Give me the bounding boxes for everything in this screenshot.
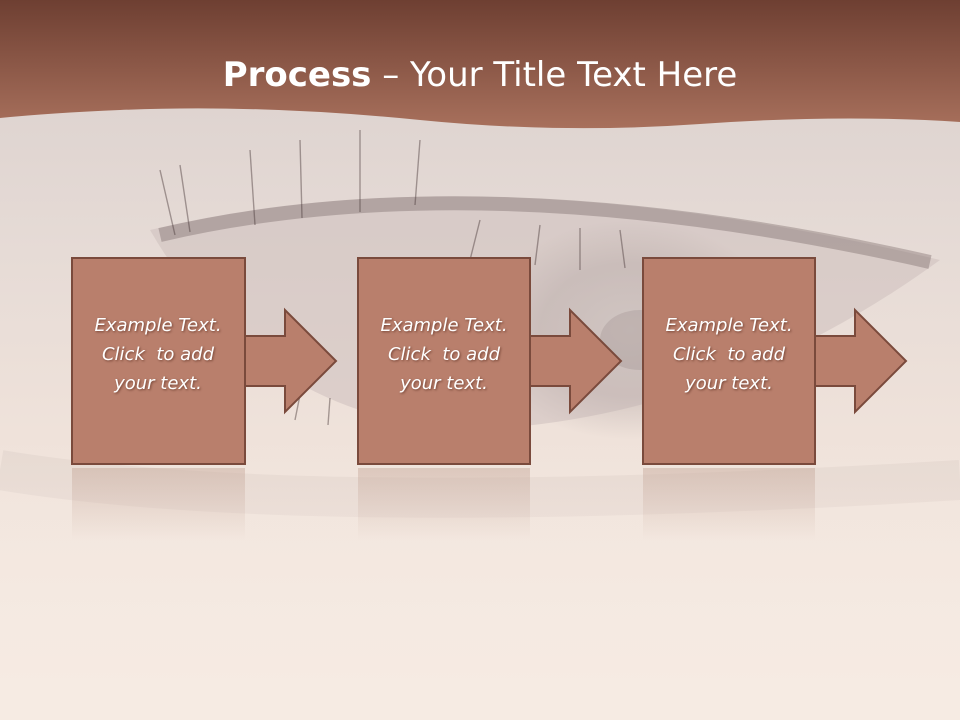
right-arrow-icon <box>239 307 338 415</box>
step-1-line-1: Example Text. <box>94 315 222 336</box>
step-2-box[interactable] <box>357 257 531 465</box>
title-bold-part: Process <box>222 55 372 95</box>
step-2[interactable] <box>357 257 623 540</box>
step-1[interactable] <box>71 257 338 540</box>
right-arrow-icon <box>809 307 908 415</box>
title-rest-part: – Your Title Text Here <box>371 55 738 95</box>
step-2-line-3: your text. <box>400 373 488 394</box>
step-2-line-1: Example Text. <box>380 315 508 336</box>
step-3-box[interactable] <box>642 257 816 465</box>
step-2-reflection <box>358 468 530 540</box>
right-arrow-icon <box>524 307 623 415</box>
step-3[interactable] <box>642 257 908 540</box>
step-3-line-3: your text. <box>685 373 773 394</box>
step-3-line-2: Click to add <box>672 344 785 365</box>
step-3-reflection <box>643 468 815 540</box>
step-3-line-1: Example Text. <box>665 315 793 336</box>
step-3-text[interactable]: Example Text. Click to add your text. <box>641 311 817 398</box>
slide-title[interactable]: Process – Your Title Text Here <box>0 50 960 100</box>
step-1-line-2: Click to add <box>101 344 214 365</box>
step-2-text[interactable]: Example Text. Click to add your text. <box>356 311 532 398</box>
header-banner <box>0 0 960 129</box>
step-1-line-3: your text. <box>114 373 202 394</box>
step-1-box[interactable] <box>71 257 246 465</box>
step-1-text[interactable]: Example Text. Click to add your text. <box>70 311 246 398</box>
step-2-line-2: Click to add <box>387 344 500 365</box>
step-1-reflection <box>72 468 245 540</box>
